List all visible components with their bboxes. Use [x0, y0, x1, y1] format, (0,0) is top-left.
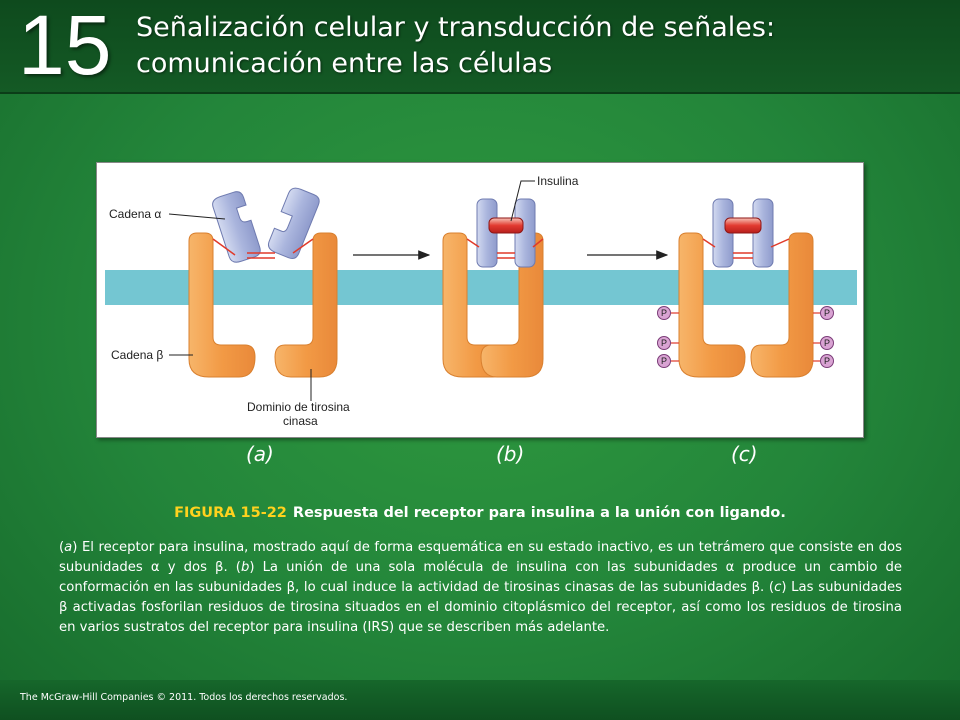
- figure-id: FIGURA 15-22: [174, 505, 287, 521]
- svg-text:P: P: [824, 356, 830, 366]
- receptor-inactive: [188, 187, 338, 378]
- phosphate-group: P: [813, 306, 834, 320]
- caption-part-a-label: a: [64, 540, 73, 555]
- panel-label-c: (c): [731, 442, 758, 466]
- plasma-membrane: [105, 270, 857, 305]
- panel-label-b: (b): [496, 442, 525, 466]
- phosphate-group: P: [657, 306, 679, 320]
- chapter-number: 15: [18, 0, 112, 92]
- svg-text:P: P: [824, 308, 830, 318]
- label-chain-alpha: Cadena α: [109, 207, 161, 221]
- caption-part-c-label: c: [774, 580, 782, 595]
- slide-footer: [0, 680, 960, 720]
- insulin-receptor-diagram: Cadena α Cadena β Dominio de tirosina ci…: [105, 174, 857, 428]
- caption-part-a-text: El receptor para insulina, mostrado aquí…: [59, 540, 902, 575]
- slide-header: [0, 0, 960, 94]
- label-insulin: Insulina: [537, 174, 579, 188]
- label-chain-beta: Cadena β: [111, 348, 163, 362]
- receptor-insulin-bound: [442, 198, 544, 378]
- panel-label-a: (a): [246, 442, 274, 466]
- chapter-title-line2: comunicación entre las células: [136, 48, 553, 79]
- caption-part-c-text: ) Las subunidades β activadas fosforilan…: [59, 580, 902, 635]
- receptor-phosphorylated: [678, 198, 814, 378]
- chapter-title: Señalización celular y transducción de s…: [136, 10, 936, 82]
- caption-part-b-label: b: [240, 560, 250, 575]
- phosphate-group: P: [657, 354, 679, 368]
- svg-text:P: P: [661, 308, 667, 318]
- label-kinase-domain-1: Dominio de tirosina: [247, 400, 350, 414]
- svg-text:P: P: [661, 356, 667, 366]
- caption-part-b-text: ) La unión de una sola molécula de insul…: [59, 560, 902, 595]
- figure-title: Respuesta del receptor para insulina a l…: [292, 505, 786, 521]
- copyright-notice: The McGraw-Hill Companies © 2011. Todos …: [20, 692, 348, 703]
- svg-text:P: P: [661, 338, 667, 348]
- svg-text:P: P: [824, 338, 830, 348]
- label-kinase-domain-2: cinasa: [283, 414, 318, 428]
- figure-diagram: Cadena α Cadena β Dominio de tirosina ci…: [96, 162, 864, 438]
- phosphate-group: P: [657, 336, 679, 350]
- chapter-title-line1: Señalización celular y transducción de s…: [136, 12, 776, 43]
- insulin-molecule: [488, 217, 524, 234]
- phosphate-group: P: [813, 336, 834, 350]
- figure-caption-title: FIGURA 15-22 Respuesta del receptor para …: [0, 505, 960, 521]
- phosphate-group: P: [813, 354, 834, 368]
- figure-caption-body: (a) El receptor para insulina, mostrado …: [59, 540, 902, 635]
